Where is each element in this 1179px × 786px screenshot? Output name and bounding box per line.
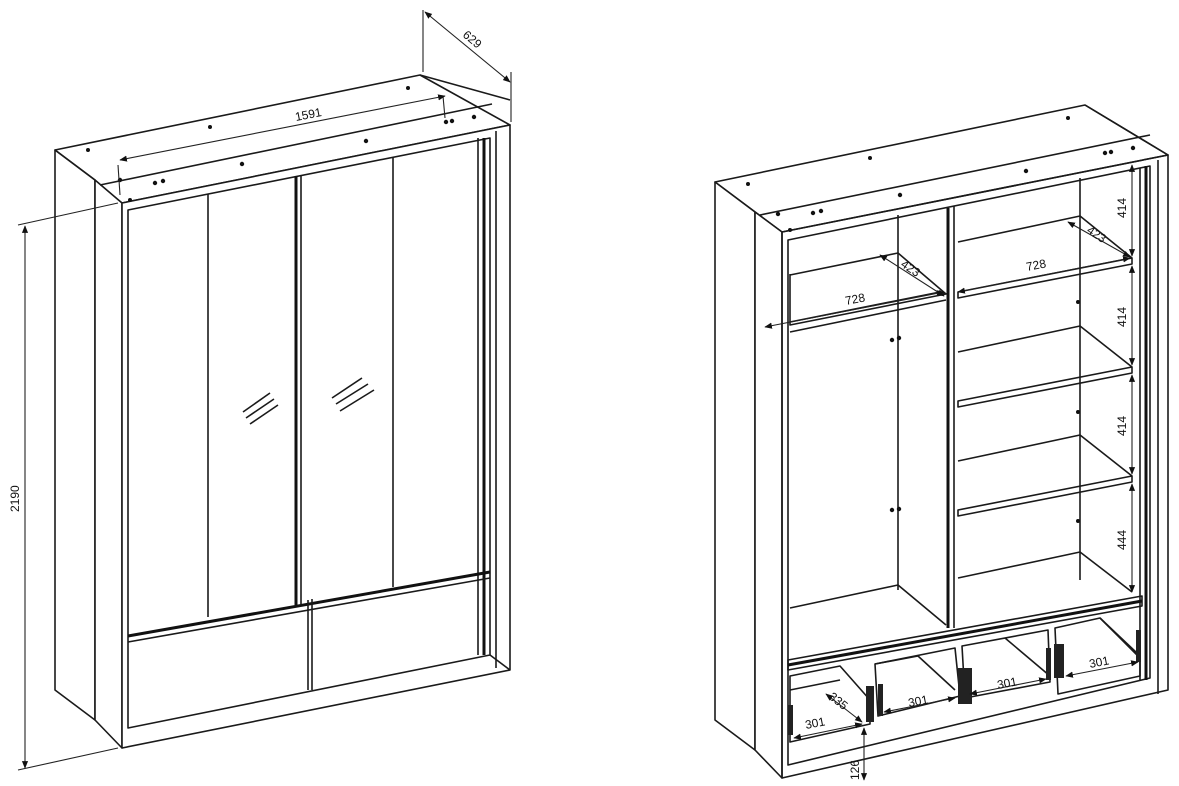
- open-view-dimensions: 423 728 423 728 414 414 414 444 301 301 …: [764, 164, 1139, 781]
- depth-dimension: 629: [422, 10, 512, 122]
- spacing-4-label: 444: [1115, 530, 1129, 550]
- plinth-height-label: 126: [848, 760, 862, 780]
- spacing-3-label: 414: [1115, 416, 1129, 436]
- drawer-width-2-label: 301: [907, 692, 930, 710]
- height-label: 2190: [8, 485, 22, 512]
- spacing-1-label: 414: [1115, 198, 1129, 218]
- open-wardrobe: [714, 104, 1169, 779]
- drawer-width-3-label: 301: [996, 674, 1019, 692]
- drawer-depth-label: 335: [826, 689, 851, 713]
- width-label: 1591: [294, 105, 323, 124]
- shelf-depth-left-label: 423: [898, 257, 923, 280]
- drawer-width-4-label: 301: [1088, 653, 1111, 671]
- shelf-width-left-label: 728: [844, 290, 867, 308]
- depth-label: 629: [460, 28, 485, 52]
- width-dimension: 1591: [117, 94, 446, 196]
- shelf-width-right-label: 728: [1025, 256, 1048, 274]
- shelf-depth-right-label: 423: [1084, 223, 1109, 246]
- drawer-width-1-label: 301: [804, 714, 827, 732]
- closed-wardrobe: [54, 74, 511, 749]
- spacing-2-label: 414: [1115, 307, 1129, 327]
- height-dimension: 2190: [8, 202, 119, 771]
